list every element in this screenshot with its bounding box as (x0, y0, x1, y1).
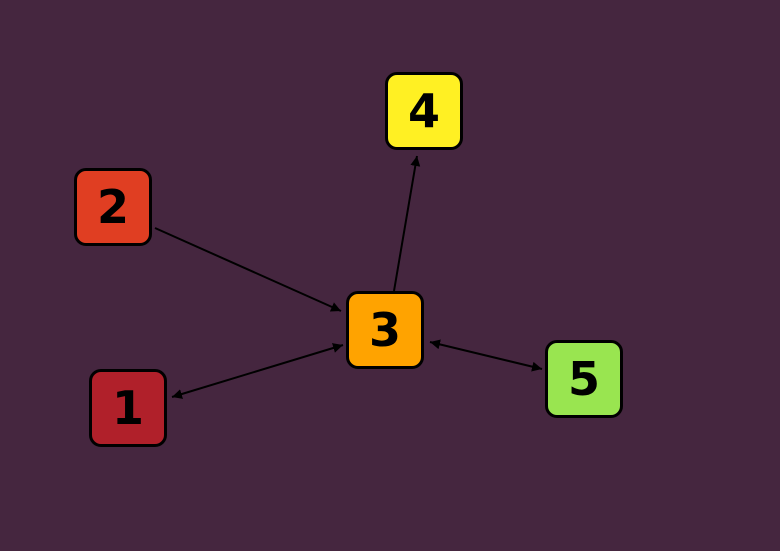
edge-1-3-bidirectional[interactable] (171, 343, 344, 399)
node-5[interactable]: 5 (545, 340, 623, 418)
node-1[interactable]: 1 (89, 369, 167, 447)
node-4[interactable]: 4 (385, 72, 463, 150)
node-3[interactable]: 3 (346, 291, 424, 369)
edge-3-to-4[interactable] (393, 155, 421, 292)
edge-2-to-3[interactable] (154, 227, 342, 312)
edge-3-5-bidirectional[interactable] (429, 339, 543, 372)
node-2[interactable]: 2 (74, 168, 152, 246)
